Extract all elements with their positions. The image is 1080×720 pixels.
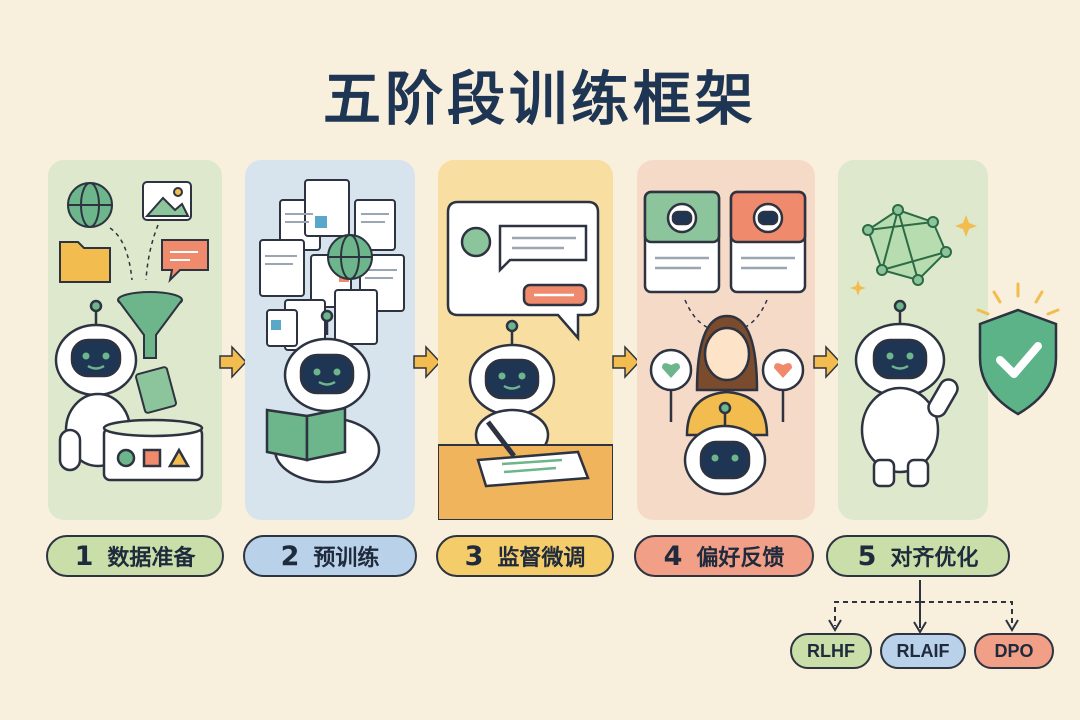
- stage-panel-5: [838, 160, 988, 520]
- response-card-a: [643, 190, 721, 294]
- stage-label: 偏好反馈: [696, 546, 785, 571]
- arrow-right-icon: [813, 345, 842, 379]
- stage-number: 4: [663, 540, 683, 572]
- method-rlaif: RLAIF: [880, 633, 966, 669]
- chat-window: [446, 200, 600, 342]
- stage-number: 3: [464, 540, 484, 572]
- stage-panel-4: [637, 160, 815, 520]
- branch-connector: [828, 580, 1019, 634]
- arrow-right-icon: [413, 345, 442, 379]
- stage-pill-1: 1 数据准备: [46, 535, 224, 577]
- stage-number: 1: [74, 540, 94, 572]
- document-stack: [259, 179, 405, 351]
- robot-figure: [468, 319, 556, 462]
- book-icon: [265, 406, 347, 462]
- stage-label: 预训练: [313, 546, 380, 571]
- chat-bubble-icon: [161, 239, 209, 284]
- robot-figure: [854, 299, 959, 488]
- stage-label: 对齐优化: [890, 546, 979, 571]
- robot-figure: [683, 401, 767, 496]
- stage-label: 数据准备: [107, 546, 196, 571]
- arrow-right-icon: [612, 345, 641, 379]
- stage-panel-1: [48, 160, 222, 520]
- arrow-right-icon: [219, 345, 248, 379]
- response-card-b: [729, 190, 807, 294]
- method-dpo: DPO: [974, 633, 1054, 669]
- sparkle-icon: [955, 215, 977, 237]
- stage-pill-2: 2 预训练: [243, 535, 417, 577]
- heart-sign-left: [649, 348, 693, 422]
- shapes-box: [102, 418, 204, 482]
- stage-number: 5: [857, 540, 877, 572]
- funnel-icon: [117, 291, 183, 359]
- stage-panel-2: [245, 160, 415, 520]
- network-icon: [862, 204, 952, 286]
- stage-number: 2: [280, 540, 300, 572]
- globe-icon: [67, 182, 113, 228]
- heart-sign-right: [761, 348, 805, 422]
- person-figure: [685, 314, 769, 437]
- method-rlhf: RLHF: [790, 633, 872, 669]
- robot-figure: [54, 299, 138, 472]
- sparkle-icon: [850, 280, 866, 296]
- folder-icon: [59, 241, 111, 283]
- pen-icon: [486, 420, 516, 458]
- stage-pill-4: 4 偏好反馈: [634, 535, 814, 577]
- image-icon: [142, 181, 192, 221]
- globe-icon: [327, 234, 373, 280]
- stage-label: 监督微调: [497, 546, 586, 571]
- page-title: 五阶段训练框架: [322, 65, 757, 133]
- stage-pill-3: 3 监督微调: [436, 535, 614, 577]
- stage-panel-3: [438, 160, 613, 520]
- shield-check-icon: [976, 282, 1060, 416]
- stage-pill-5: 5 对齐优化: [826, 535, 1010, 577]
- paper-icon: [476, 450, 590, 488]
- clipboard-icon: [135, 366, 177, 414]
